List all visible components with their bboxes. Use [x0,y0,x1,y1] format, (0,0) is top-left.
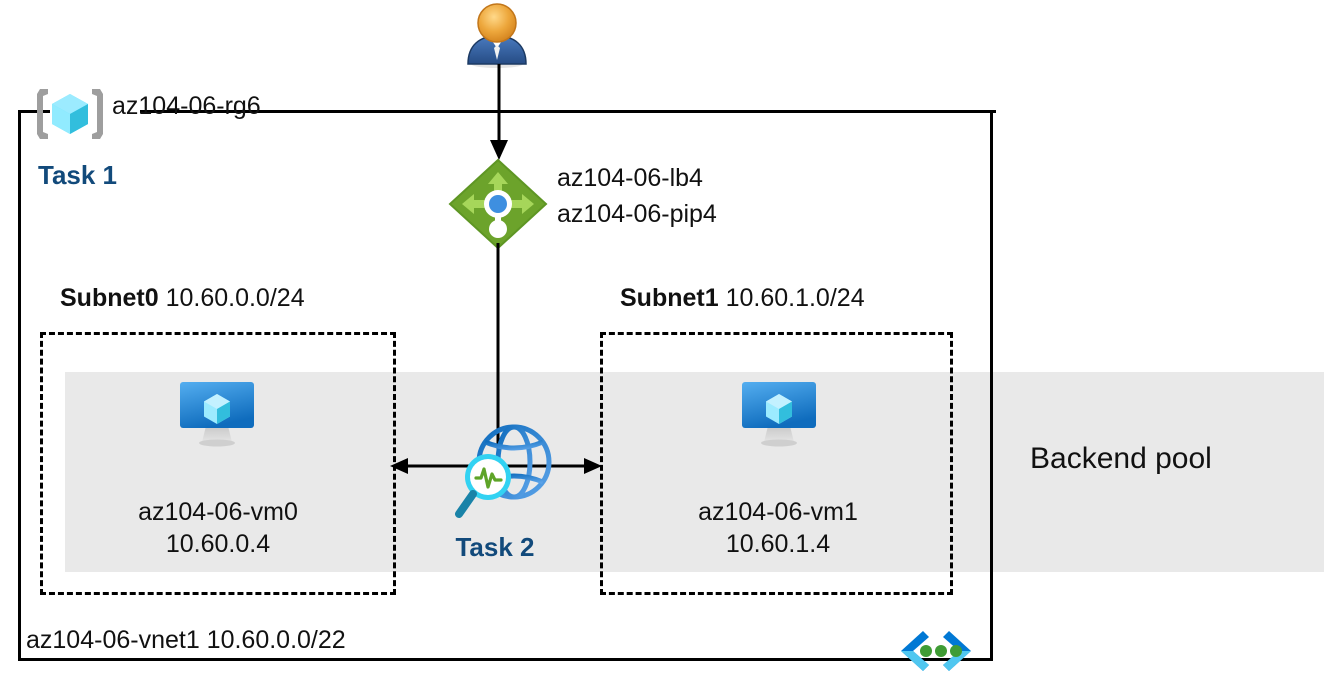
vm0-ip: 10.60.0.4 [165,530,271,558]
connector-user-to-load-balancer [490,64,508,160]
resource-group-name: az104-06-rg6 [112,92,261,120]
vnet-label: az104-06-vnet1 10.60.0.0/22 [26,626,346,654]
vm1-name: az104-06-vm1 [698,498,858,526]
resource-group-boundary [18,110,993,661]
vm0-name: az104-06-vm0 [138,498,298,526]
user-icon [467,3,527,68]
subnet1-name: Subnet1 [620,284,719,312]
subnet0-name: Subnet0 [60,284,159,312]
vm1-labels: az104-06-vm1 10.60.1.4 [620,496,936,560]
load-balancer-icon [448,158,548,250]
backend-pool-label: Backend pool [1030,442,1212,475]
subnet0-label: Subnet0 10.60.0.0/24 [60,284,305,313]
network-watcher-icon [455,424,552,518]
virtual-machine-icon [742,382,816,447]
connector-load-balancer-to-network-watcher [496,243,500,473]
vm1-ip: 10.60.1.4 [725,530,831,558]
task-1-label: Task 1 [38,160,118,190]
resource-group-icon [37,89,103,139]
subnet1-label: Subnet1 10.60.1.0/24 [620,284,865,313]
subnet1-boundary [600,332,953,595]
resource-group-border-top-right [140,110,996,113]
virtual-machine-icon [180,382,254,447]
subnet1-cidr: 10.60.1.0/24 [725,284,865,312]
load-balancer-labels: az104-06-lb4 az104-06-pip4 [557,161,717,232]
vm0-labels: az104-06-vm0 10.60.0.4 [60,496,376,560]
public-ip-name: az104-06-pip4 [557,199,717,228]
subnet0-boundary [40,332,396,595]
task-2-label: Task 2 [455,532,535,562]
resource-group-border-top-left [18,110,50,113]
virtual-network-icon [901,631,971,671]
backend-pool-band [65,372,1324,572]
subnet0-cidr: 10.60.0.0/24 [165,284,305,312]
load-balancer-name: az104-06-lb4 [557,164,703,192]
